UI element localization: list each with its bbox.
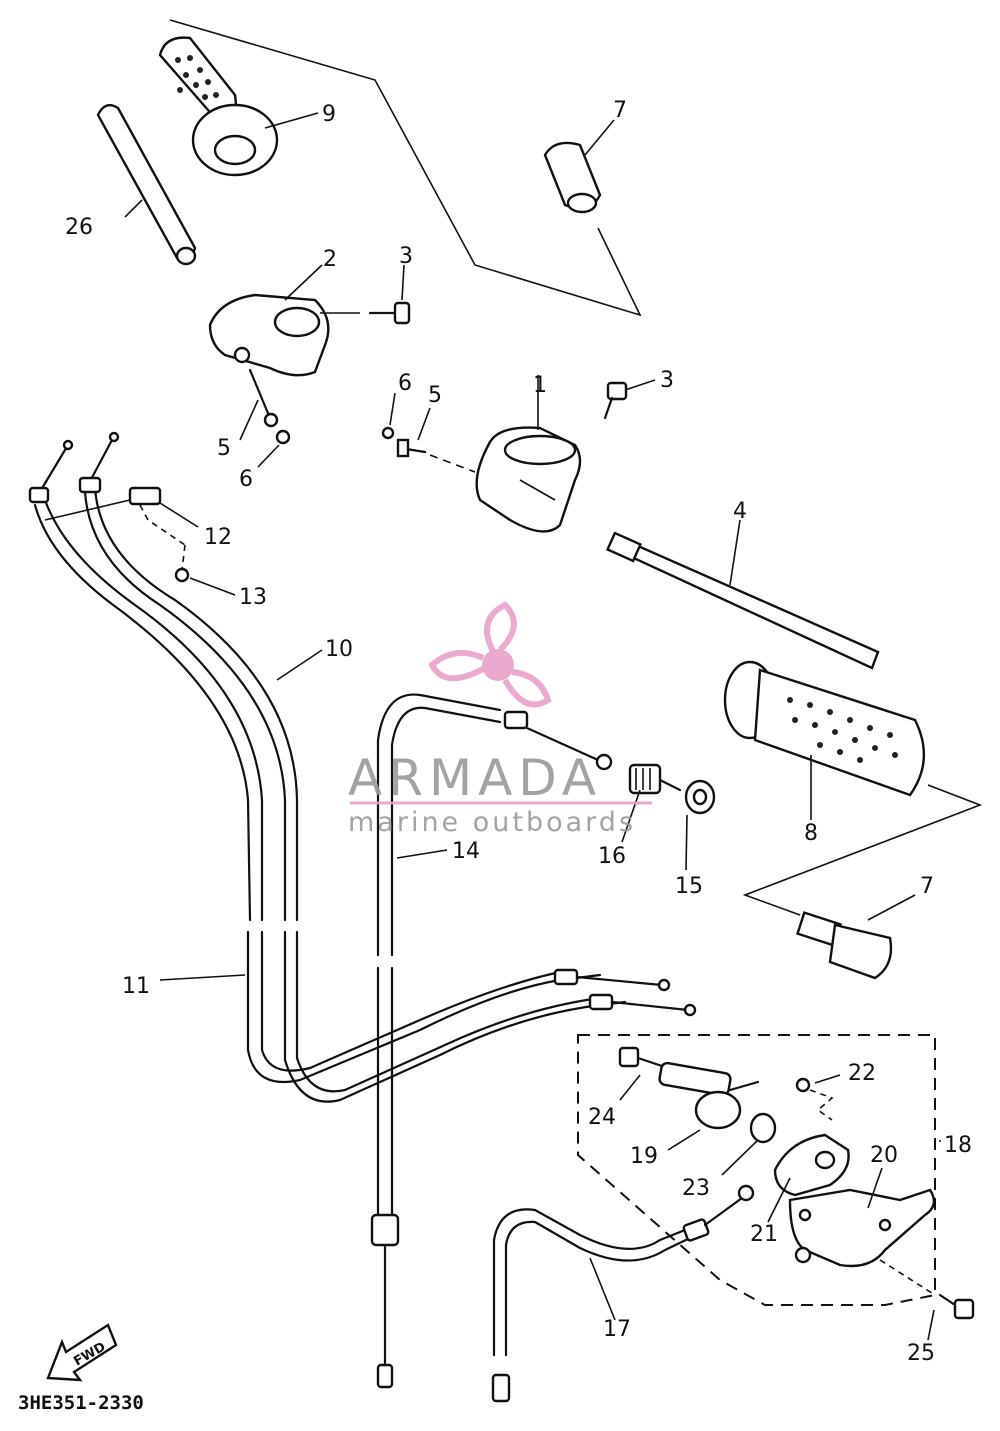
brand-name: ARMADA [348, 749, 602, 807]
screw-5-left [248, 368, 279, 428]
fwd-arrow-icon: FWD [46, 1323, 118, 1382]
label-16: 16 [598, 844, 626, 869]
label-22: 22 [848, 1061, 876, 1086]
label-5-left: 5 [217, 436, 231, 461]
label-18: 18 [944, 1133, 972, 1158]
label-17: 17 [603, 1317, 631, 1342]
part-code: 3HE351-2330 [18, 1392, 144, 1414]
screw-3-top [368, 301, 411, 325]
label-21: 21 [750, 1222, 778, 1247]
washer-6-center [381, 426, 395, 440]
bracket-21 [773, 1133, 850, 1197]
label-7-bottom: 7 [920, 874, 934, 899]
label-13: 13 [239, 585, 267, 610]
leader-lines [124, 112, 941, 1341]
label-14: 14 [452, 839, 480, 864]
throttle-cables-10-11 [28, 431, 697, 1103]
label-1: 1 [533, 373, 547, 398]
pipe-26 [96, 104, 197, 266]
bar-end-7-bottom [796, 911, 893, 980]
washer-23 [749, 1112, 777, 1144]
bar-end-7-top [543, 141, 602, 214]
label-6-left: 6 [239, 467, 253, 492]
label-26: 26 [65, 215, 93, 240]
grip-8 [723, 660, 925, 797]
lever-19 [658, 1061, 760, 1130]
label-4: 4 [733, 499, 747, 524]
label-23: 23 [682, 1176, 710, 1201]
label-19: 19 [630, 1144, 658, 1169]
screw-5-center [396, 438, 427, 458]
label-2: 2 [323, 247, 337, 272]
bracket-20 [788, 1188, 936, 1268]
armada-watermark: ARMADA marine outboards [348, 601, 652, 838]
group-outline-right [742, 784, 983, 916]
leader-5-center [429, 454, 476, 473]
screw-3-right [603, 381, 628, 420]
label-20: 20 [870, 1143, 898, 1168]
handlebar-4 [605, 531, 880, 670]
label-24: 24 [588, 1105, 616, 1130]
group-outline-top [169, 19, 642, 317]
washer-6-left [275, 429, 291, 445]
label-3-right: 3 [660, 368, 674, 393]
nut-15 [684, 779, 716, 815]
label-3-top: 3 [399, 244, 413, 269]
propeller-hub [482, 649, 514, 681]
gear-16 [628, 763, 682, 795]
throttle-housing-2 [208, 293, 330, 377]
label-25: 25 [907, 1341, 935, 1366]
throttle-grip-9 [158, 36, 279, 177]
switch-housing-1 [475, 426, 582, 533]
adjuster-12 [44, 486, 186, 546]
label-15: 15 [675, 874, 703, 899]
propeller-logo-icon [428, 601, 552, 708]
label-12: 12 [204, 525, 232, 550]
bolt-22 [795, 1077, 834, 1121]
cable-17 [491, 1184, 755, 1403]
label-9: 9 [322, 102, 336, 127]
cable-14 [370, 693, 613, 1389]
label-10: 10 [325, 637, 353, 662]
label-7-top: 7 [613, 98, 627, 123]
label-6-center: 6 [398, 371, 412, 396]
label-5-center: 5 [428, 383, 442, 408]
assembly-outline-18 [577, 1034, 936, 1306]
label-11: 11 [122, 974, 150, 999]
label-8: 8 [804, 821, 818, 846]
bolt-13 [174, 544, 190, 583]
brand-tagline: marine outboards [348, 807, 636, 838]
bolt-24 [618, 1046, 664, 1068]
bolt-25 [879, 1259, 975, 1320]
callout-labels: 9 26 7 2 3 6 5 1 3 5 6 12 13 4 10 8 14 1… [18, 98, 972, 1414]
